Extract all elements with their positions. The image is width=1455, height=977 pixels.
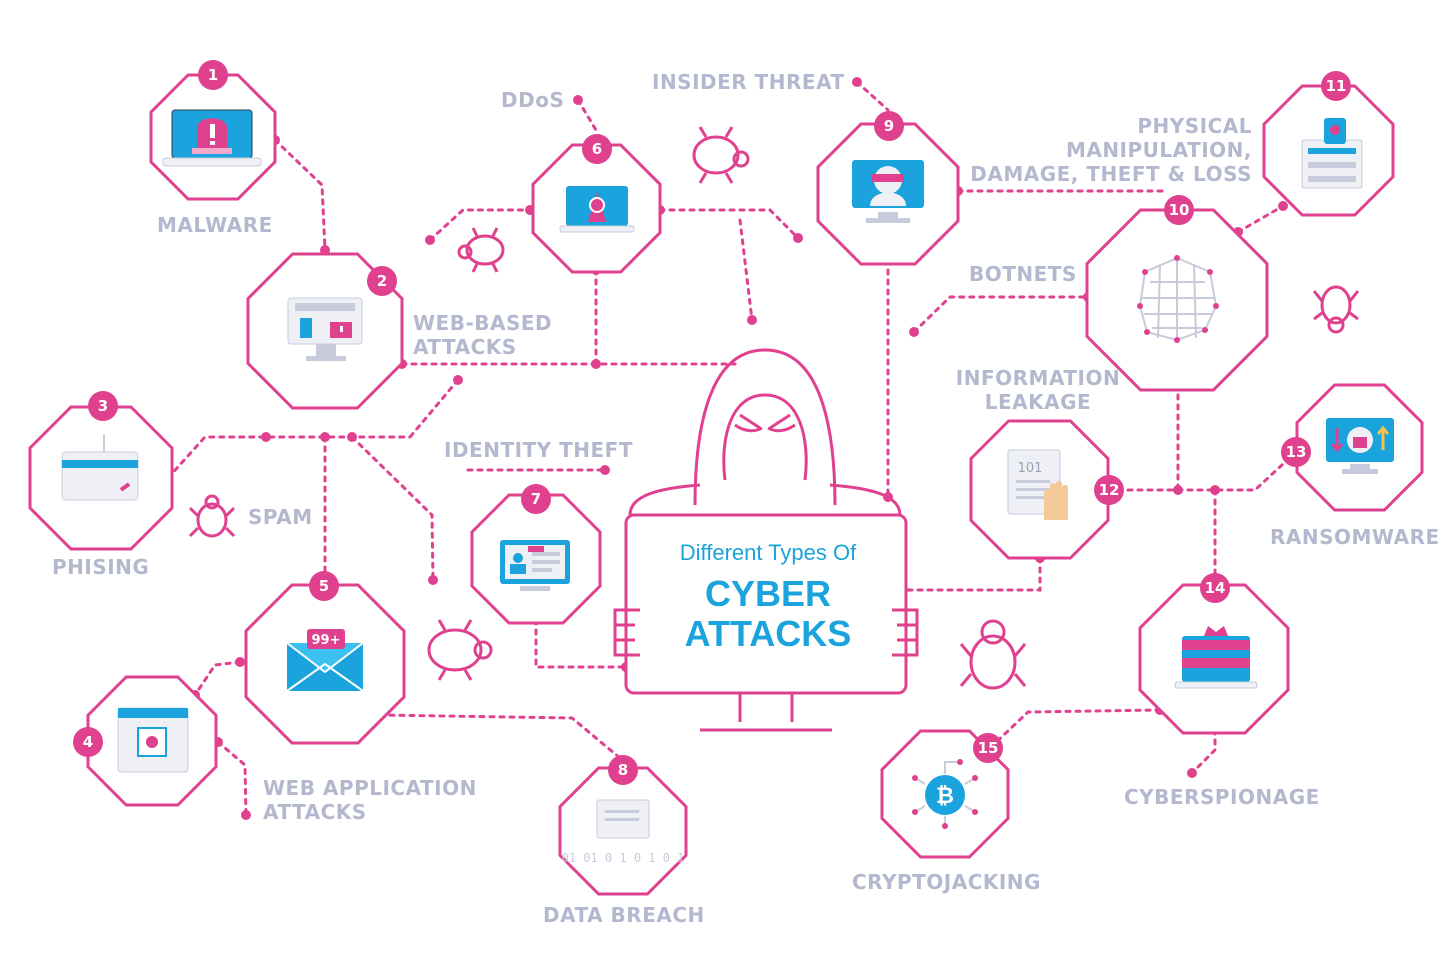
center-title-line2: ATTACKS: [684, 613, 852, 654]
label-physical-1: PHYSICAL: [1137, 114, 1252, 138]
label-botnets: BOTNETS: [969, 262, 1077, 286]
label-malware: MALWARE: [157, 213, 273, 237]
badge-9: 9: [874, 111, 904, 141]
label-info-leak-2: LEAKAGE: [984, 390, 1092, 414]
label-web-app-2: ATTACKS: [263, 800, 367, 824]
badge-11: 11: [1321, 71, 1351, 101]
bug-icon: [1312, 285, 1360, 334]
badge-5: 5: [309, 571, 339, 601]
doc-number-text: 101: [1018, 461, 1043, 476]
label-web-based-2: ATTACKS: [413, 335, 517, 359]
laptop-alert-icon: [162, 109, 262, 167]
badge-1: 1: [198, 60, 228, 90]
monitor-window-icon: [287, 297, 363, 361]
connector-dots: [163, 77, 1288, 820]
bug-icon: [959, 619, 1027, 690]
network-mesh-icon: [1137, 255, 1219, 343]
monitor-id-icon: [500, 540, 570, 591]
badge-14: 14: [1200, 573, 1230, 603]
bug-icon: [457, 227, 505, 273]
laptop-bug-icon: [559, 186, 635, 233]
badge-3: 3: [88, 391, 118, 421]
document-binary-icon: 01 01 0 1 0 1 0 1: [562, 799, 685, 865]
browser-chip-icon: [117, 707, 189, 773]
monitor-lock-icon: [1326, 418, 1394, 474]
label-spam: SPAM: [248, 505, 313, 529]
label-phising: PHISING: [52, 555, 150, 579]
label-web-app-1: WEB APPLICATION: [263, 776, 477, 800]
monitor-person-icon: [852, 160, 924, 223]
label-insider-threat: INSIDER THREAT: [652, 70, 845, 94]
bug-icons: [188, 126, 1360, 690]
center-title: CYBER ATTACKS: [630, 574, 906, 654]
bug-icon: [692, 126, 750, 184]
hacker-figure: [613, 348, 919, 732]
binary-text: 01 01 0 1 0 1 0 1: [562, 851, 685, 865]
label-cyberspionage: CYBERSPIONAGE: [1124, 785, 1320, 809]
badge-4: 4: [73, 727, 103, 757]
label-web-based-1: WEB-BASED: [413, 311, 553, 335]
badge-8: 8: [608, 755, 638, 785]
badge-7: 7: [521, 484, 551, 514]
badge-2: 2: [367, 266, 397, 296]
envelope-icon: 99+: [286, 629, 364, 692]
node-octagons: [28, 73, 1424, 896]
badge-12: 12: [1094, 475, 1124, 505]
badge-10: 10: [1164, 195, 1194, 225]
label-info-leak-1: INFORMATION: [955, 366, 1121, 390]
server-lock-icon: [1301, 118, 1363, 189]
label-physical-3: DAMAGE, THEFT & LOSS: [970, 162, 1252, 186]
center-subtitle: Different Types Of: [679, 540, 857, 565]
label-ransomware: RANSOMWARE: [1270, 525, 1440, 549]
bug-icon: [427, 619, 493, 681]
bug-icon: [188, 494, 236, 538]
badge-6: 6: [582, 134, 612, 164]
spam-count-text: 99+: [312, 633, 341, 648]
laptop-spy-icon: [1174, 626, 1258, 689]
label-physical-2: MANIPULATION,: [1065, 138, 1252, 162]
document-hand-icon: 101: [1007, 449, 1068, 520]
bitcoin-circuit-icon: ₿: [912, 759, 978, 829]
center-title-line1: CYBER: [704, 573, 832, 614]
connector-lines: [166, 80, 1298, 817]
label-data-breach: DATA BREACH: [543, 903, 705, 927]
label-identity-theft: IDENTITY THEFT: [444, 438, 633, 462]
card-hook-icon: [61, 434, 139, 501]
badge-13: 13: [1281, 437, 1311, 467]
badge-15: 15: [973, 733, 1003, 763]
svg-text:₿: ₿: [936, 784, 954, 809]
label-ddos: DDoS: [501, 88, 565, 112]
label-cryptojacking: CRYPTOJACKING: [852, 870, 1041, 894]
